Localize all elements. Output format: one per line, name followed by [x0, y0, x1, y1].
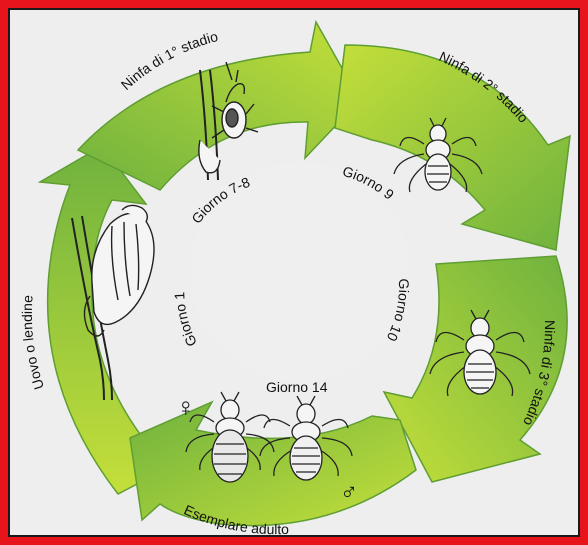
arrow-adult	[130, 402, 416, 526]
day-label-14: Giorno 14	[266, 379, 328, 395]
adult-female-louse-illustration	[186, 392, 274, 482]
female-symbol-icon: ♀	[176, 392, 196, 422]
male-symbol-icon: ♂	[340, 479, 358, 506]
stage-label-egg: Uovo o lendine	[19, 294, 47, 391]
